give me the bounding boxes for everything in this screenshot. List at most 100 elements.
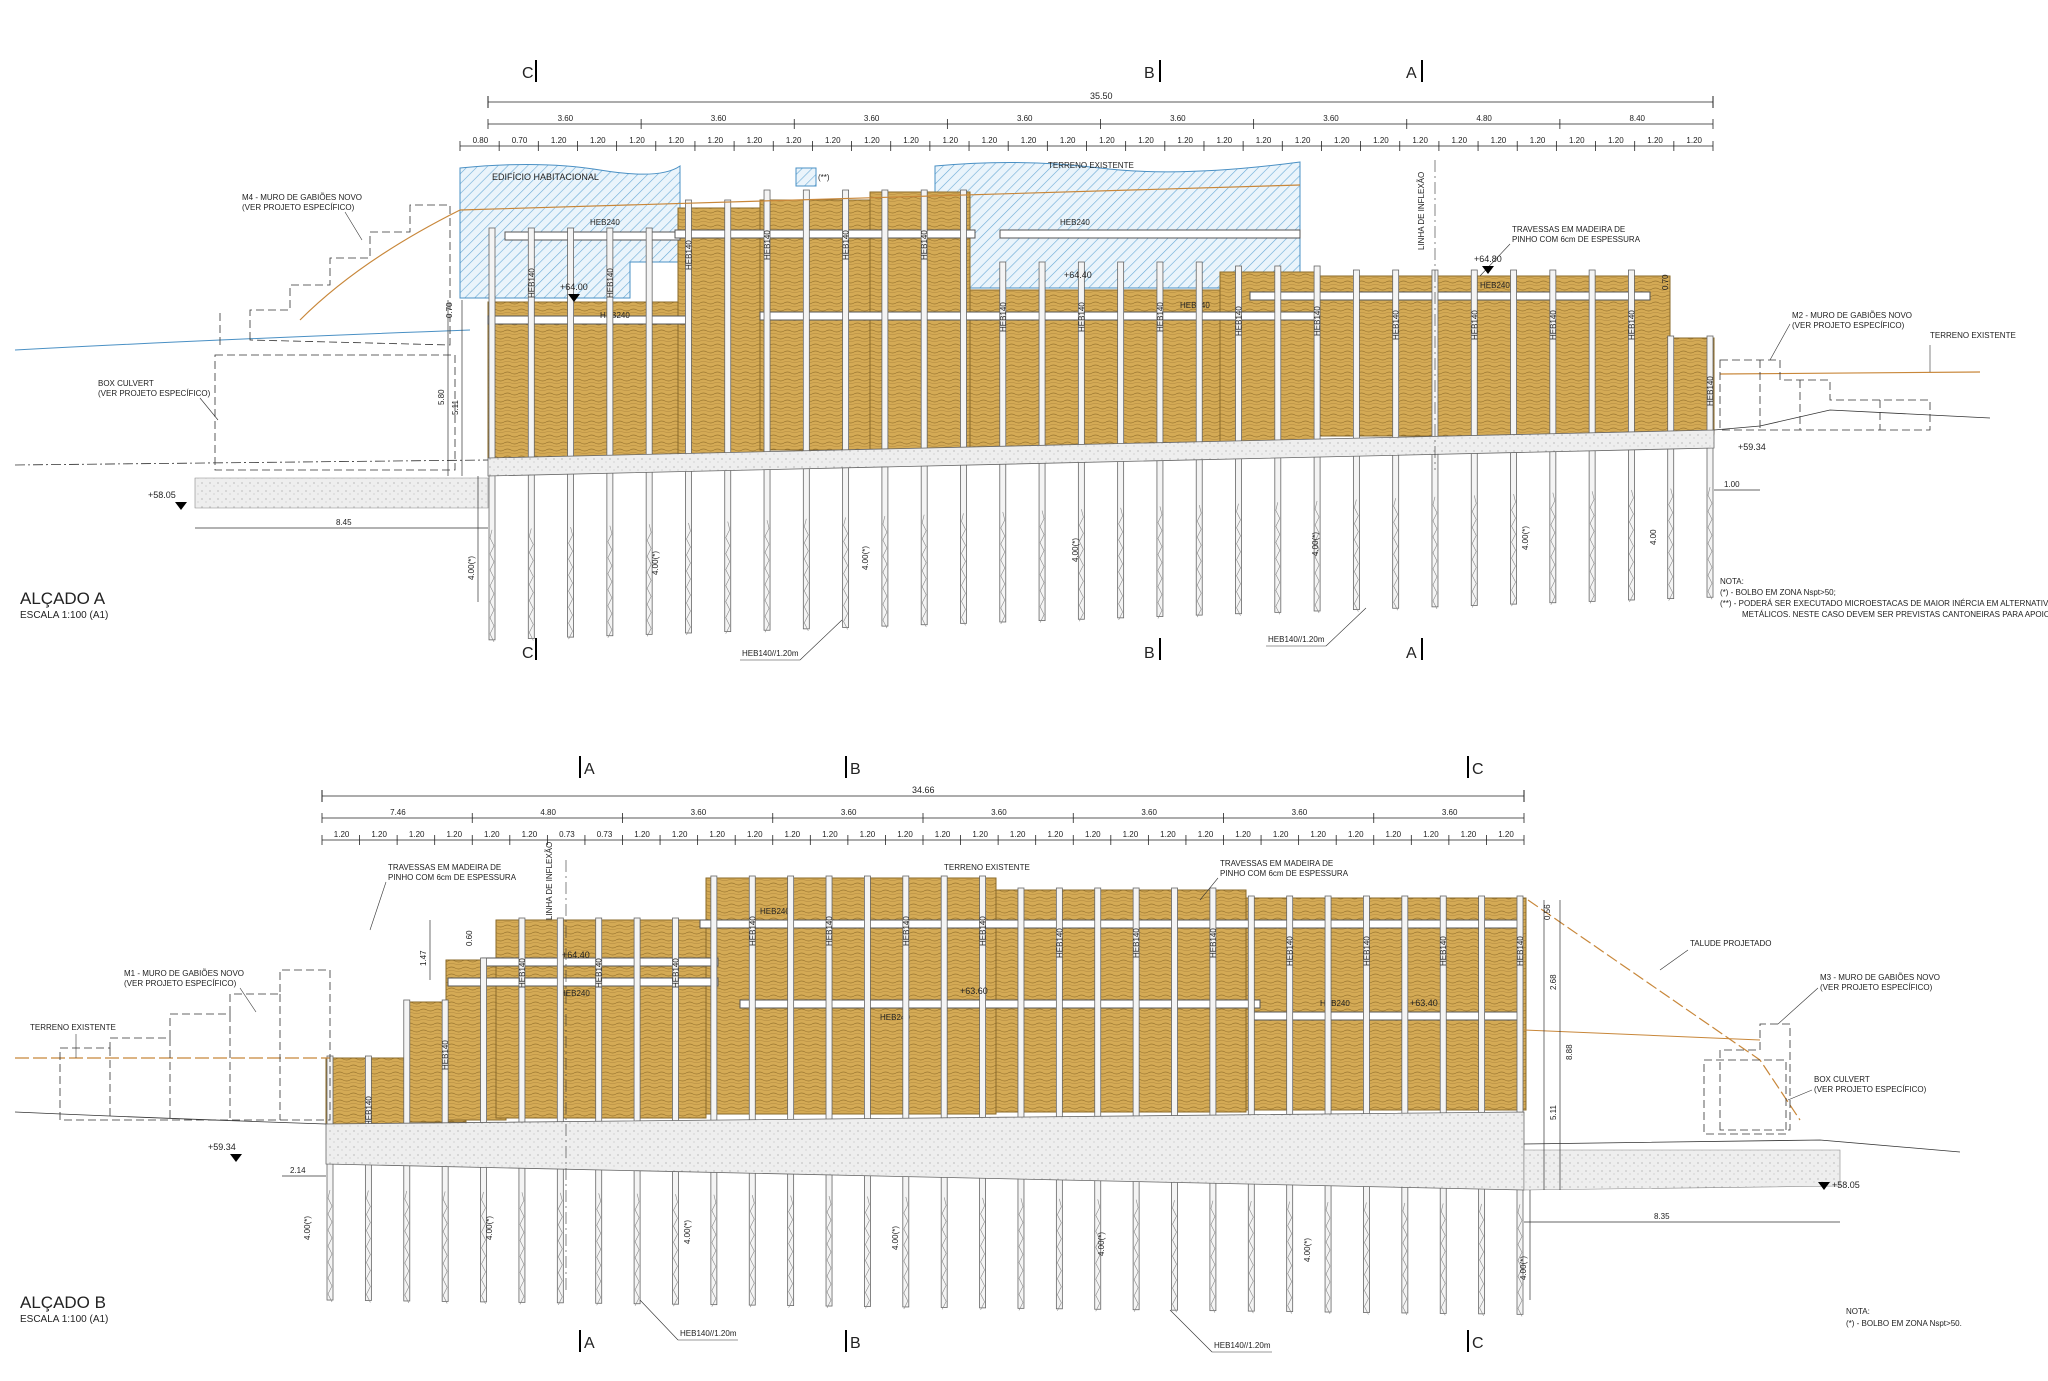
pile-a-profile-label: HEB140	[1706, 376, 1715, 406]
pile-a-texture	[1000, 511, 1006, 625]
svg-text:A: A	[584, 1335, 595, 1352]
svg-text:+64.40: +64.40	[1064, 270, 1092, 280]
module-dim-a-label: 1.20	[1373, 136, 1389, 145]
svg-text:PINHO COM 6cm DE ESPESSURA: PINHO COM 6cm DE ESPESSURA	[388, 873, 517, 882]
section-marker-b-top-b: B	[845, 756, 861, 778]
pile-a-texture	[1236, 503, 1241, 616]
svg-text:4.00(*): 4.00(*)	[467, 556, 476, 580]
pile-a	[1667, 335, 1675, 600]
module-dim-b-label: 1.20	[1010, 830, 1026, 839]
pile-a-texture	[1629, 489, 1634, 603]
pile-a-texture	[489, 529, 495, 642]
svg-text:HEB240: HEB240	[1480, 281, 1510, 290]
group-dim-a-label: 4.80	[1476, 114, 1492, 123]
pile-b	[1171, 887, 1178, 1311]
svg-text:0.60: 0.60	[465, 930, 474, 946]
pile-b-texture	[826, 1195, 832, 1309]
pile-b	[979, 875, 986, 1309]
module-dim-b-label: 1.20	[1348, 830, 1364, 839]
module-dim-a-label: 1.20	[1451, 136, 1467, 145]
pile-b	[940, 875, 948, 1308]
svg-text:4.00(*): 4.00(*)	[651, 551, 660, 575]
pile-a	[881, 189, 889, 627]
terrain-mid-b	[1523, 1029, 1761, 1041]
svg-text:4.00(*): 4.00(*)	[1097, 1232, 1106, 1256]
module-dim-a-label: 1.20	[1099, 136, 1115, 145]
svg-text:4.00(*): 4.00(*)	[683, 1220, 692, 1244]
svg-text:8.35: 8.35	[1654, 1212, 1670, 1221]
gabion-wall-m3	[1719, 1023, 1791, 1131]
module-dim-a-label: 1.20	[1334, 136, 1350, 145]
pile-b	[1055, 887, 1063, 1310]
pile-b-profile-label: HEB140	[1132, 928, 1141, 958]
svg-text:HEB240: HEB240	[880, 1013, 910, 1022]
module-dim-b-label: 1.20	[1423, 830, 1439, 839]
module-dim-b-label: 1.20	[409, 830, 425, 839]
terrain-label: TERRENO EXISTENTE	[1048, 161, 1134, 170]
pile-b-profile-label: HEB140	[1439, 936, 1448, 966]
module-dim-a-label: 1.20	[786, 136, 802, 145]
svg-text:1.47: 1.47	[419, 950, 428, 966]
svg-text:+59.34: +59.34	[1738, 442, 1766, 452]
svg-text:B: B	[850, 761, 861, 778]
module-dim-b-label: 1.20	[1273, 830, 1289, 839]
svg-text:5.80: 5.80	[437, 389, 446, 405]
module-dim-a-label: 1.20	[1412, 136, 1428, 145]
box-culvert-a	[214, 354, 456, 471]
pile-a-profile-label: HEB140	[1077, 302, 1086, 332]
svg-text:HEB240: HEB240	[1320, 999, 1350, 1008]
module-dim-a-label: 1.20	[1021, 136, 1037, 145]
pile-a-texture	[882, 516, 888, 629]
pile-b-texture	[1095, 1199, 1101, 1312]
module-dim-a-label: 1.20	[1060, 136, 1076, 145]
terrain-line-a	[14, 329, 471, 351]
pile-b	[710, 875, 718, 1306]
pile-b-profile-label: HEB140	[902, 916, 911, 946]
pile-a-profile-label: HEB140	[999, 302, 1008, 332]
svg-text:4.00(*): 4.00(*)	[891, 1226, 900, 1250]
pile-b	[595, 917, 603, 1304]
svg-text:4.00(*): 4.00(*)	[861, 546, 870, 570]
svg-text:HEB140//1.20m: HEB140//1.20m	[680, 1329, 737, 1338]
pile-a-texture	[961, 513, 966, 626]
label-box-culvert-b: BOX CULVERT (VER PROJETO ESPECÍFICO)	[1787, 1075, 1927, 1101]
pile-a-profile-label: HEB140	[920, 230, 929, 260]
svg-text:2.68: 2.68	[1549, 974, 1558, 990]
svg-text:0.56: 0.56	[1543, 904, 1552, 920]
module-dim-a-label: 1.20	[1647, 136, 1663, 145]
section-marker-a-bottom: A	[1406, 638, 1423, 662]
pile-a-texture	[803, 518, 809, 631]
pile-b-texture	[788, 1195, 793, 1308]
pile-b	[787, 875, 795, 1306]
module-dim-a-label: 1.20	[1256, 136, 1272, 145]
svg-text:+64.00: +64.00	[560, 282, 588, 292]
level-marks-a: +64.00 +64.80 +64.40 +58.05 +59.34	[148, 254, 1766, 510]
label-m3: M3 - MURO DE GABIÕES NOVO (VER PROJETO E…	[1777, 973, 1940, 1025]
svg-text:(VER PROJETO ESPECÍFICO): (VER PROJETO ESPECÍFICO)	[1814, 1085, 1927, 1094]
pile-a-profile-label: HEB140	[1313, 306, 1322, 336]
pile-a-profile-label: HEB140	[763, 230, 772, 260]
group-dim-a-label: 3.60	[558, 114, 574, 123]
box-culvert-b	[1703, 1059, 1787, 1135]
module-dim-b-label: 1.20	[1498, 830, 1514, 839]
pile-a-profile-label: HEB140	[684, 240, 693, 270]
pile-a-profile-label: HEB140	[527, 268, 536, 298]
pile-a	[1706, 335, 1714, 598]
pile-b-texture	[634, 1193, 640, 1306]
module-dim-a-label: 1.20	[864, 136, 880, 145]
pile-a	[724, 199, 732, 633]
pile-b-texture	[1057, 1198, 1062, 1311]
pile-b-profile-label: HEB140	[364, 1096, 373, 1126]
pile-a-texture	[1314, 500, 1320, 614]
pile-b-texture	[481, 1191, 486, 1305]
bottom-dimensions-b: 8.35 2.14	[282, 1166, 1840, 1223]
svg-text:TRAVESSAS EM MADEIRA DE: TRAVESSAS EM MADEIRA DE	[388, 863, 501, 872]
pile-a	[1156, 261, 1164, 617]
pile-a-texture	[1432, 496, 1438, 609]
pile-a	[645, 227, 653, 635]
pile-b	[902, 875, 910, 1308]
pile-a-texture	[1393, 498, 1399, 611]
pile-a	[527, 227, 535, 639]
section-marker-c-top-b: C	[1467, 756, 1484, 778]
svg-text:2.14: 2.14	[290, 1166, 306, 1175]
